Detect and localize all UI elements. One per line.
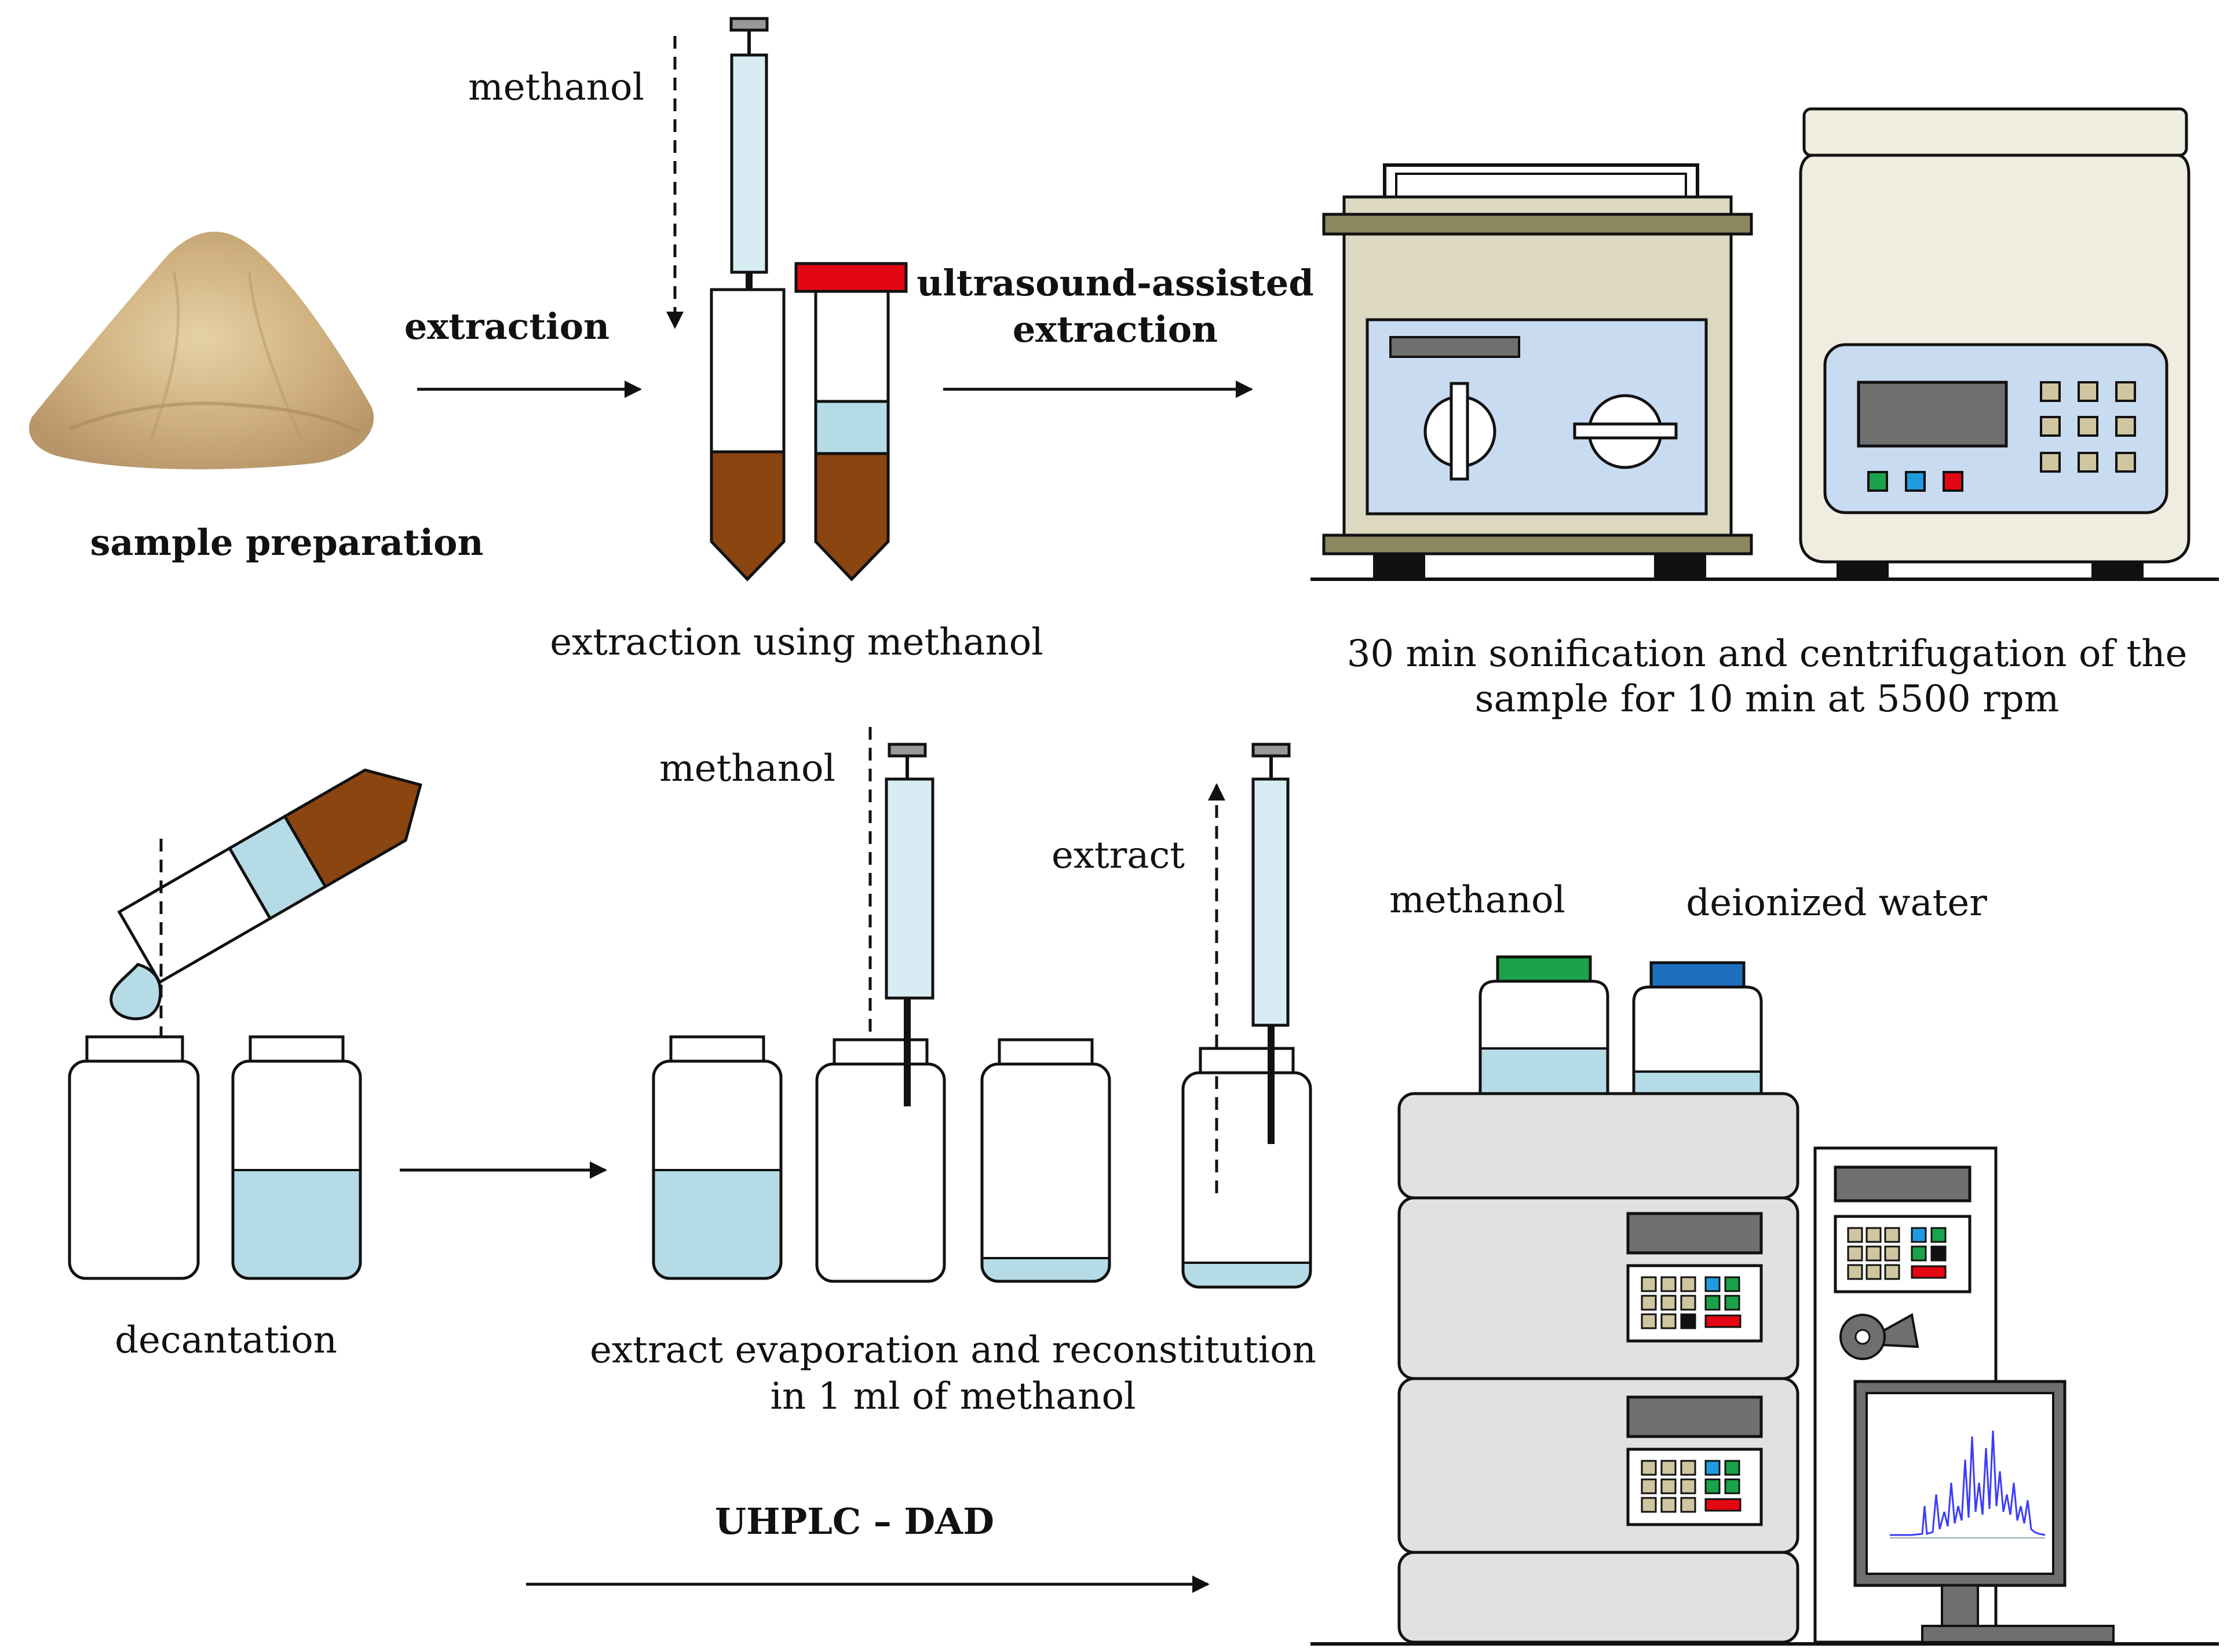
decantation-label: decantation xyxy=(115,1319,337,1362)
extraction-tube-1 xyxy=(710,288,786,582)
extraction-using-methanol-label: extraction using methanol xyxy=(550,621,1043,664)
disc-drive-icon xyxy=(1839,1313,1919,1360)
timer-knob-icon xyxy=(1423,382,1496,481)
pump-controls xyxy=(1626,1212,1763,1343)
decanting-tube xyxy=(117,768,422,985)
hplc-module-stack xyxy=(1397,1092,1799,1644)
column-oven-module xyxy=(1397,1551,1799,1644)
evaporation-label-line2: in 1 ml of methanol xyxy=(770,1375,1136,1418)
extraction-arrow-label: extraction xyxy=(404,305,609,348)
methanol-top-label: methanol xyxy=(468,66,644,109)
evaporation-label-line1: extract evaporation and reconstitution xyxy=(590,1329,1316,1372)
evap-bottle-reconstituted xyxy=(1181,1047,1312,1289)
evap-bottle-empty xyxy=(815,1038,946,1283)
bath-display xyxy=(1389,336,1520,358)
uhplc-label: UHPLC – DAD xyxy=(715,1500,994,1543)
sample-preparation-label: sample preparation xyxy=(90,521,483,564)
methanol-bottle-label: methanol xyxy=(1389,879,1565,922)
ultrasound-label-line1: ultrasound-assisted xyxy=(917,262,1313,304)
solvent-bottle-water xyxy=(1632,961,1763,1096)
ultrasonic-bath xyxy=(1322,163,1753,578)
solvent-bottle-methanol xyxy=(1478,955,1609,1096)
sand-pile-image xyxy=(29,232,374,470)
temperature-knob-icon xyxy=(1573,394,1678,469)
green-button xyxy=(1867,471,1888,492)
centrifuge-keypad xyxy=(2040,381,2136,473)
evap-bottle-residue xyxy=(980,1038,1111,1283)
droplet-icon xyxy=(109,963,162,1021)
extraction-tube-2 xyxy=(794,262,908,582)
chromatogram-trace xyxy=(1890,1430,2046,1536)
computer-monitor xyxy=(1853,1380,2115,1643)
sonification-label-line2: sample for 10 min at 5500 rpm xyxy=(1475,678,2060,721)
solvent-tray xyxy=(1397,1092,1799,1200)
evap-bottle-filled xyxy=(652,1035,783,1280)
methanol-mid-label: methanol xyxy=(659,747,835,790)
syringe-extract xyxy=(1251,743,1291,1144)
centrifuge xyxy=(1799,107,2191,579)
autosampler-controls xyxy=(1626,1395,1763,1526)
ultrasound-label-line2: extraction xyxy=(1013,308,1218,350)
centrifuge-display xyxy=(1857,381,2008,448)
decantation-bottle-filled xyxy=(231,1035,362,1280)
deionized-water-label: deionized water xyxy=(1686,882,1987,924)
decantation-bottle-empty xyxy=(68,1035,200,1280)
blue-button xyxy=(1905,471,1926,492)
syringe-mid xyxy=(885,743,934,1106)
sonification-label-line1: 30 min sonification and centrifugation o… xyxy=(1347,633,2188,675)
extract-label: extract xyxy=(1052,834,1185,877)
red-button xyxy=(1943,471,1963,492)
